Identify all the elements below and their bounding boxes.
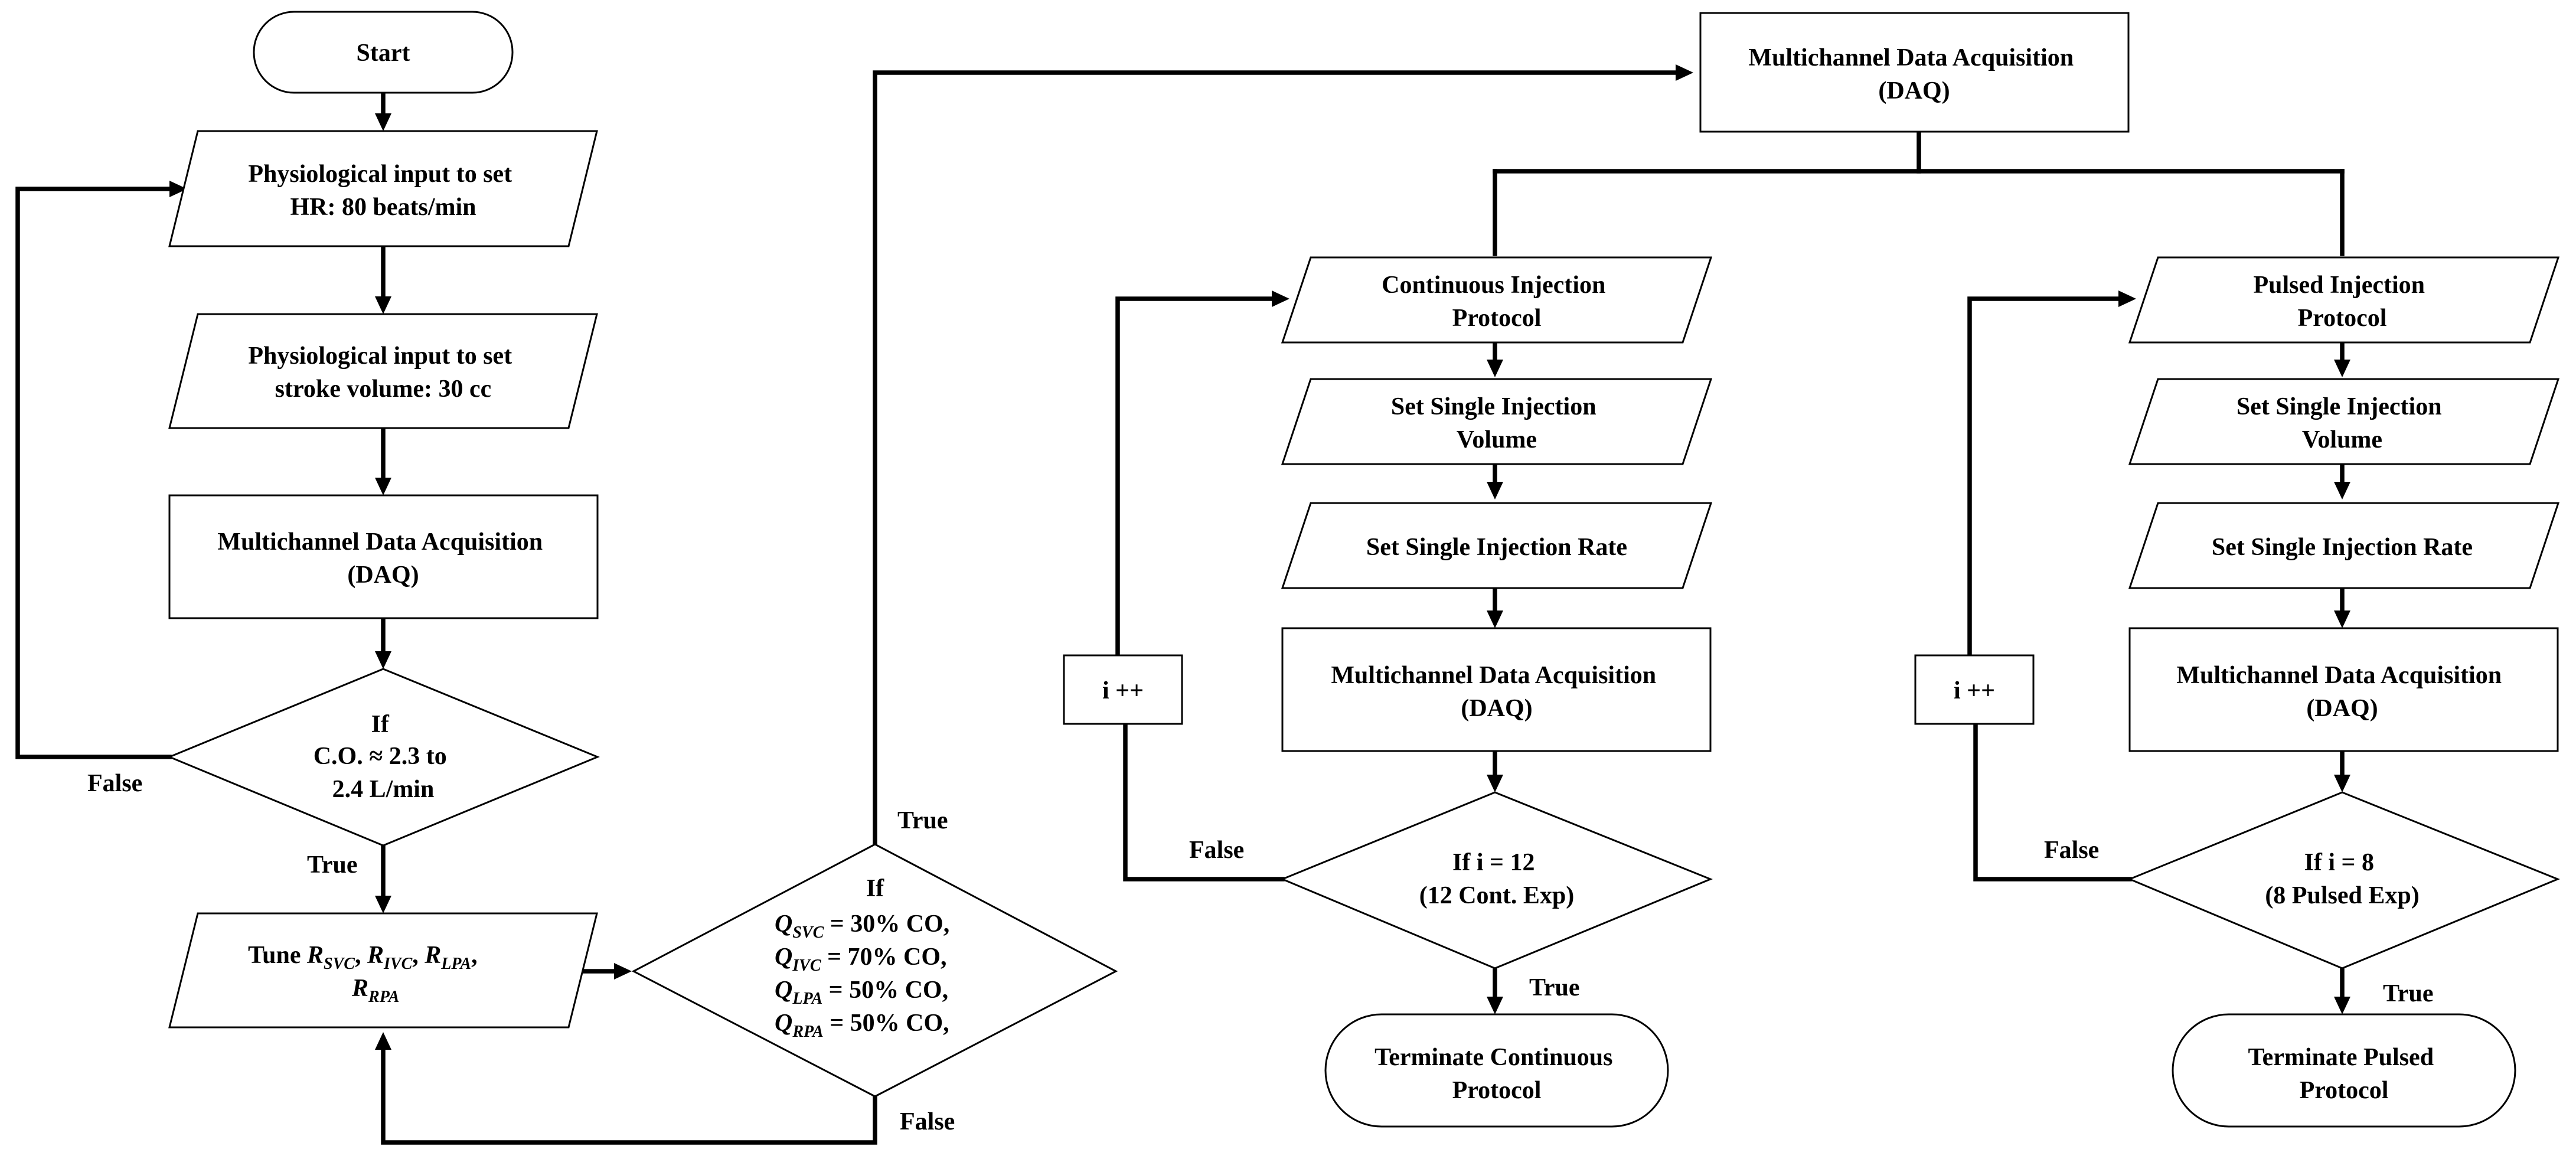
connector-cont-counter-loop	[1115, 296, 1278, 658]
node-continuous-rate-label: Set Single Injection Rate	[1366, 534, 1627, 561]
node-pulsed-daq-label: Multichannel Data Acquisition (DAQ)	[2176, 662, 2508, 722]
label-true-pulsed: True	[2383, 980, 2434, 1007]
arrowhead	[1272, 290, 1289, 307]
label-false-continuous: False	[1189, 837, 1244, 864]
node-input-hr: Physiological input to set HR: 80 beats/…	[168, 130, 598, 247]
label-false-pulsed: False	[2044, 837, 2099, 864]
node-continuous-counter-label: i ++	[1102, 677, 1144, 704]
connector-q-true	[873, 70, 1680, 847]
arrowhead	[1487, 360, 1503, 377]
arrowhead	[2334, 997, 2350, 1014]
node-pulsed-protocol: Pulsed Injection Protocol	[2128, 256, 2560, 344]
node-pulsed-counter-label: i ++	[1954, 677, 1995, 704]
arrowhead	[2334, 360, 2350, 377]
label-true-q: True	[897, 807, 948, 834]
node-tune-line-1: Tune RSVC, RIVC, RLPA,	[248, 942, 478, 973]
arrowhead	[1487, 610, 1503, 628]
arrowhead	[1487, 482, 1503, 499]
label-false-co: False	[87, 770, 142, 797]
arrowhead	[2334, 610, 2350, 628]
arrowhead	[2118, 290, 2136, 307]
node-continuous-daq-label: Multichannel Data Acquisition (DAQ)	[1331, 662, 1662, 722]
connector-pulsed-counter-loop	[1967, 296, 2124, 658]
arrowhead	[1487, 997, 1503, 1014]
arrowhead	[614, 963, 632, 980]
arrowhead	[2334, 775, 2350, 792]
node-continuous-rate: Set Single Injection Rate	[1281, 502, 1713, 589]
connector-co-false-loop	[15, 187, 175, 759]
node-daq-top-label: Multichannel Data Acquisition (DAQ)	[1748, 44, 2079, 105]
node-daq-top: Multichannel Data Acquisition (DAQ)	[1699, 12, 2130, 133]
node-continuous-protocol: Continuous Injection Protocol	[1281, 256, 1713, 344]
connector-cont-false-to-counter	[1123, 721, 1285, 882]
node-decision-q-row-4: QRPA = 50% CO,	[775, 1010, 949, 1041]
arrowhead	[2334, 482, 2350, 499]
node-decision-co: If C.O. ≈ 2.3 to 2.4 L/min	[167, 668, 600, 847]
node-pulsed-rate-label: Set Single Injection Rate	[2212, 534, 2473, 561]
node-input-sv: Physiological input to set stroke volume…	[168, 313, 598, 429]
node-decision-co-label: If C.O. ≈ 2.3 to 2.4 L/min	[314, 711, 453, 803]
arrowhead	[1487, 775, 1503, 792]
node-continuous-decision: If i = 12 (12 Cont. Exp)	[1280, 791, 1713, 969]
node-pulsed-volume: Set Single Injection Volume	[2128, 378, 2560, 465]
arrowhead	[375, 113, 391, 131]
node-decision-q-row-3: QLPA = 50% CO,	[775, 977, 948, 1008]
arrowheads	[169, 64, 2350, 1050]
node-pulsed-rate: Set Single Injection Rate	[2128, 502, 2560, 589]
node-pulsed-decision-label: If i = 8 (8 Pulsed Exp)	[2265, 849, 2419, 909]
connector-pulsed-false-to-counter	[1973, 721, 2132, 882]
edge-labels: False True True False False True False T…	[87, 770, 2434, 1135]
arrowhead	[375, 896, 391, 913]
label-false-q: False	[900, 1108, 955, 1135]
node-pulsed-daq: Multichannel Data Acquisition (DAQ)	[2128, 627, 2559, 752]
node-continuous-terminate-label: Terminate Continuous Protocol	[1374, 1044, 1619, 1104]
node-continuous-daq: Multichannel Data Acquisition (DAQ)	[1281, 627, 1712, 752]
node-decision-q-row-1: QSVC = 30% CO,	[775, 910, 949, 942]
arrowhead	[1676, 64, 1693, 81]
node-daq-left-label: Multichannel Data Acquisition (DAQ)	[217, 528, 548, 589]
arrowhead	[375, 651, 391, 669]
node-decision-q: If QSVC = 30% CO, QIVC = 70% CO, QLPA = …	[631, 843, 1118, 1098]
node-tune-line-2: RRPA	[351, 975, 399, 1006]
node-continuous-terminate: Terminate Continuous Protocol	[1324, 1013, 1669, 1128]
node-pulsed-volume-label: Set Single Injection Volume	[2237, 393, 2448, 453]
node-continuous-decision-label: If i = 12 (12 Cont. Exp)	[1419, 849, 1575, 909]
continuous-branch: Continuous Injection Protocol Set Single…	[1063, 256, 1713, 1128]
node-continuous-protocol-label: Continuous Injection Protocol	[1382, 272, 1612, 332]
arrowhead	[375, 478, 391, 495]
node-tune-resistances: Tune RSVC, RIVC, RLPA, RRPA	[168, 912, 598, 1029]
node-continuous-volume: Set Single Injection Volume	[1281, 378, 1713, 465]
node-start: Start	[253, 11, 514, 94]
connectors	[15, 70, 2345, 1145]
node-start-label: Start	[357, 40, 410, 67]
pulsed-branch: Pulsed Injection Protocol Set Single Inj…	[1914, 256, 2560, 1128]
node-pulsed-terminate-label: Terminate Pulsed Protocol	[2248, 1044, 2440, 1104]
arrowhead	[169, 181, 187, 197]
node-pulsed-protocol-label: Pulsed Injection Protocol	[2253, 272, 2431, 332]
node-pulsed-decision: If i = 8 (8 Pulsed Exp)	[2127, 791, 2560, 969]
node-daq-left: Multichannel Data Acquisition (DAQ)	[168, 494, 599, 619]
node-continuous-volume-label: Set Single Injection Volume	[1391, 393, 1602, 453]
node-decision-q-row-2: QIVC = 70% CO,	[775, 943, 947, 975]
connector-q-false-loop	[381, 1044, 877, 1145]
node-continuous-counter: i ++	[1063, 654, 1183, 725]
arrowhead	[375, 296, 391, 314]
label-true-co: True	[307, 851, 358, 879]
node-input-sv-label: Physiological input to set stroke volume…	[248, 342, 518, 403]
arrowhead	[375, 1032, 391, 1050]
node-pulsed-terminate: Terminate Pulsed Protocol	[2172, 1013, 2516, 1128]
node-input-hr-label: Physiological input to set HR: 80 beats/…	[248, 161, 518, 221]
node-decision-q-title: If	[866, 875, 884, 902]
node-pulsed-counter: i ++	[1914, 654, 2035, 725]
label-true-continuous: True	[1529, 974, 1580, 1001]
